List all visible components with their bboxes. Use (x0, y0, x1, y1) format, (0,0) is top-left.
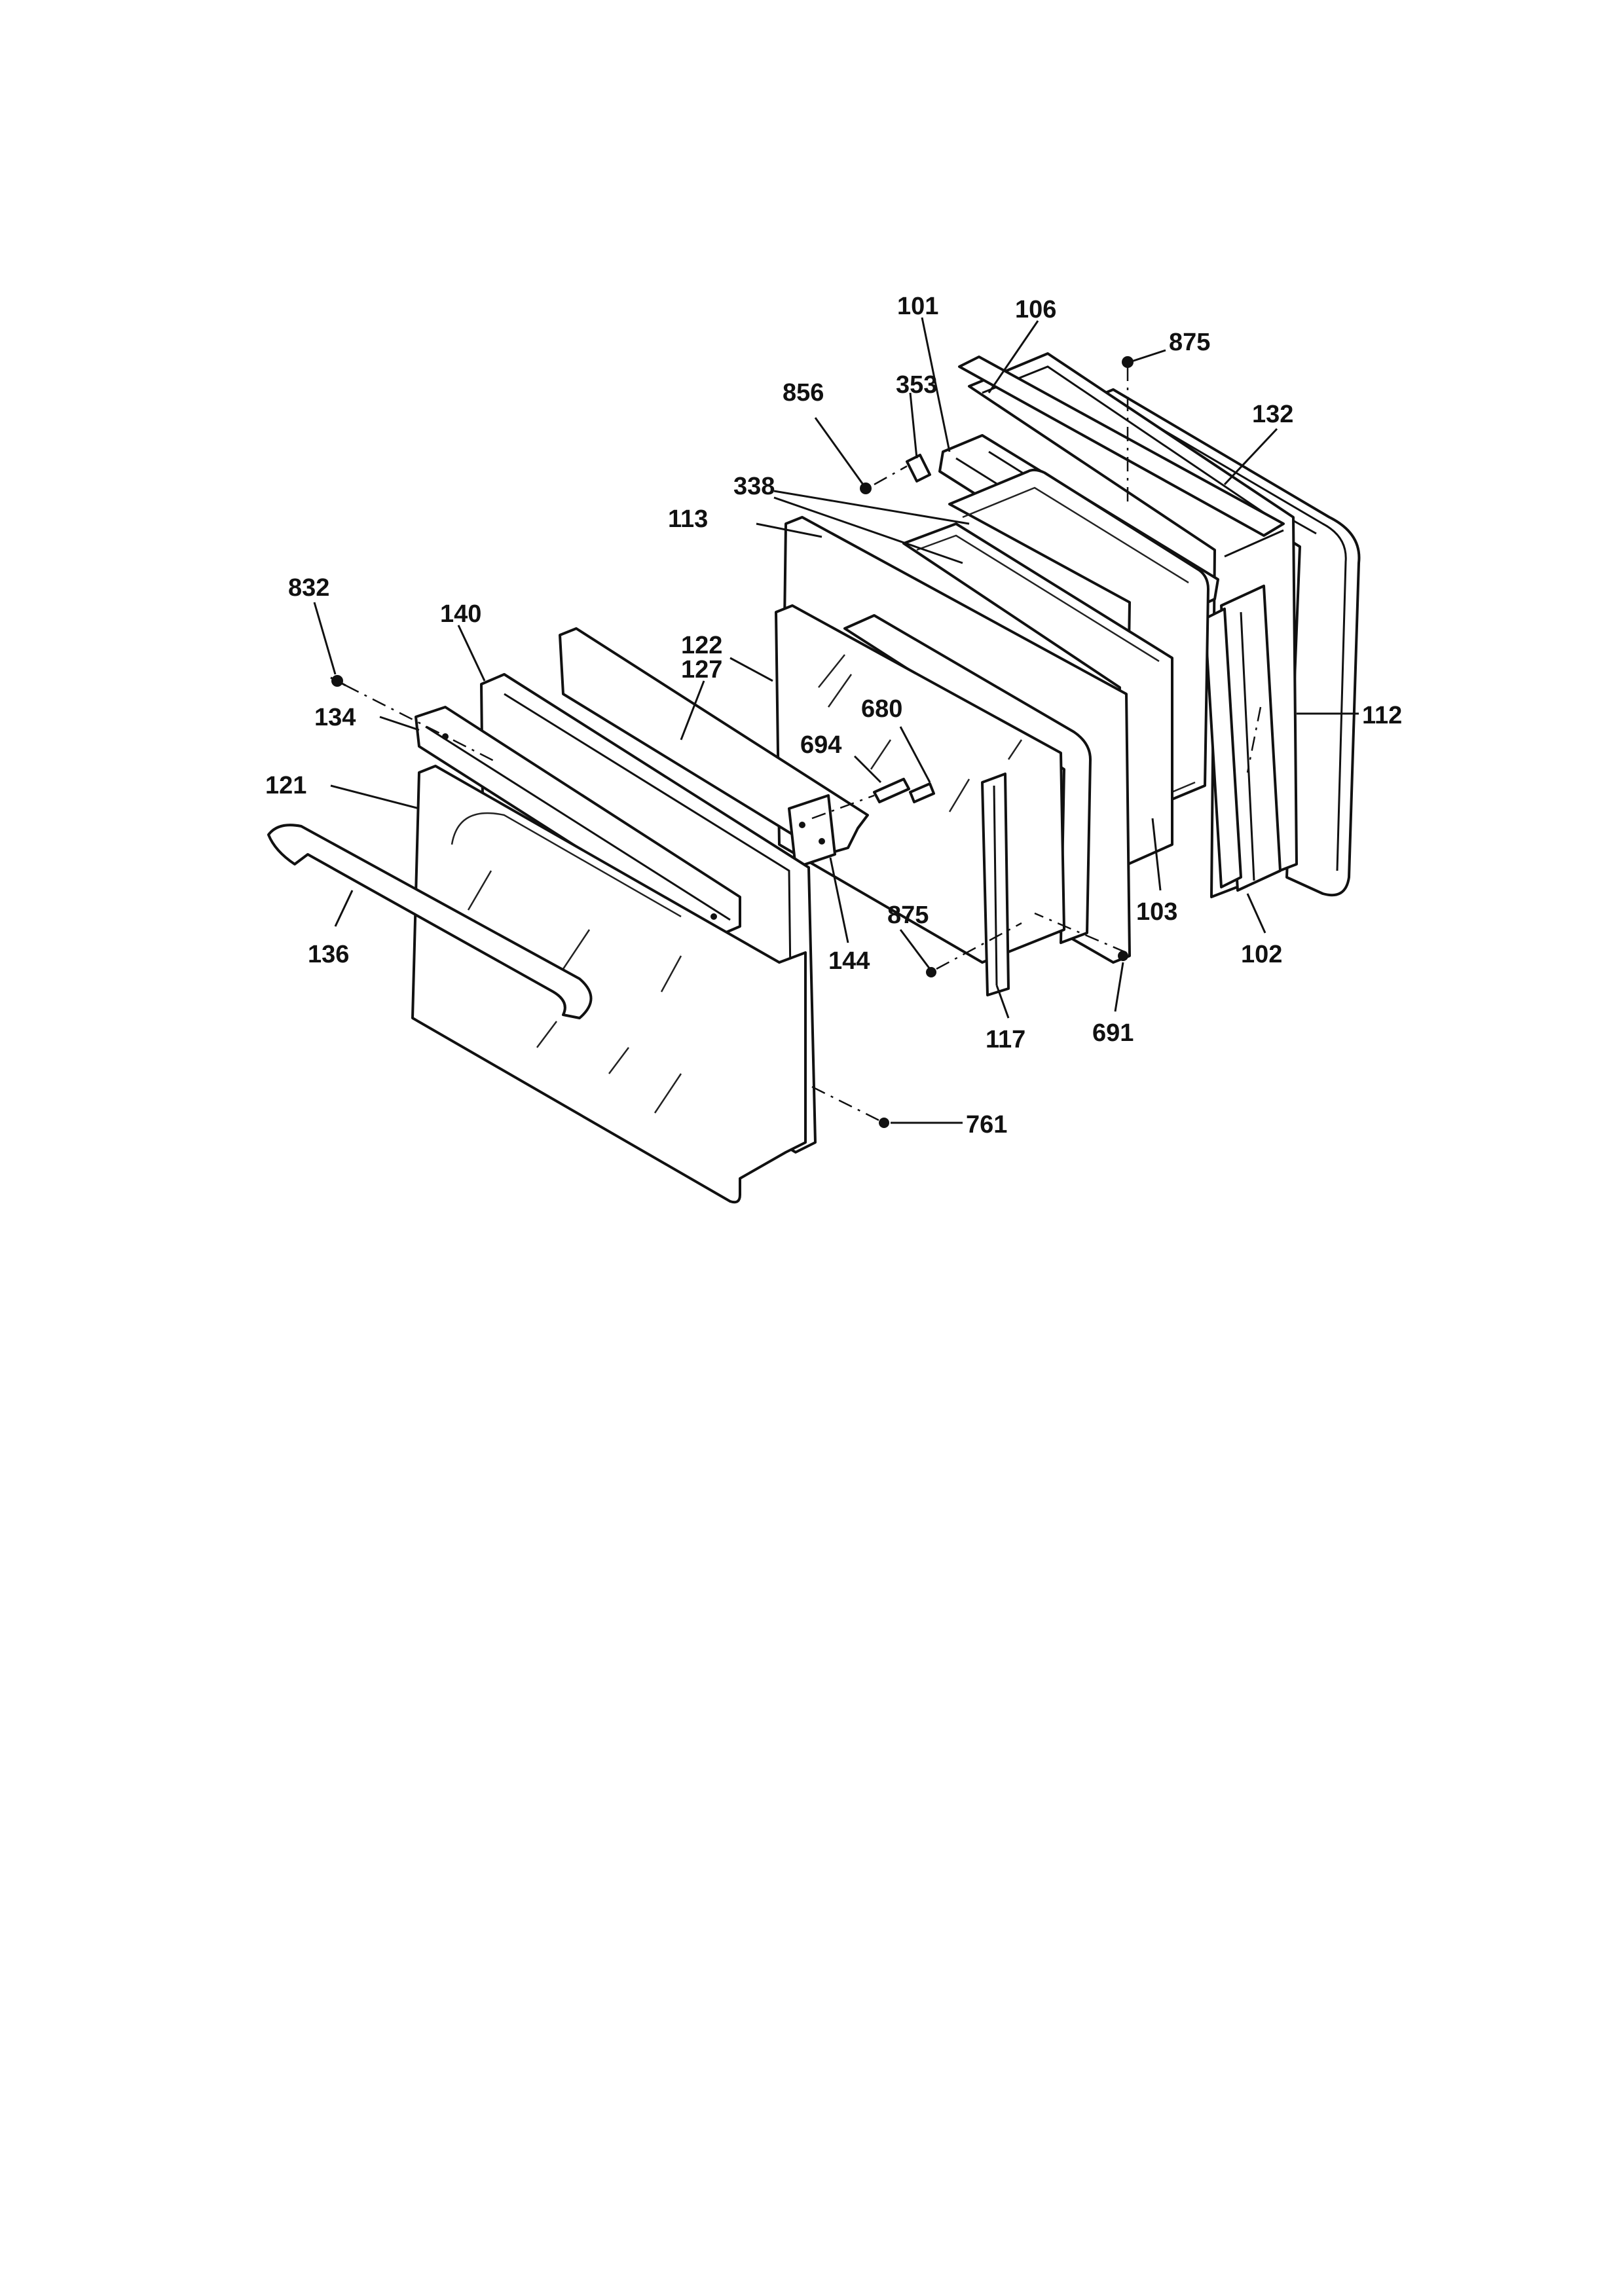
callout-122: 122 (681, 632, 722, 659)
callout-103: 103 (1136, 898, 1177, 926)
callout-761: 761 (966, 1111, 1007, 1139)
callout-353: 353 (896, 371, 937, 399)
callout-832: 832 (288, 574, 329, 602)
door-lock-bracket (981, 773, 1010, 996)
callout-144: 144 (828, 947, 870, 975)
clip-353 (906, 454, 931, 483)
screw-680 (909, 782, 935, 803)
callout-691: 691 (1092, 1019, 1134, 1047)
door-handle (267, 824, 593, 1019)
callout-113: 113 (668, 505, 708, 533)
callout-106: 106 (1015, 296, 1056, 323)
callout-121: 121 (265, 772, 306, 799)
outer-door-panel (411, 765, 807, 1204)
callout-117: 117 (986, 1026, 1025, 1053)
callout-102: 102 (1241, 941, 1282, 968)
screw-875-top (1122, 356, 1134, 368)
callout-136: 136 (308, 941, 349, 968)
screw-761 (879, 1118, 889, 1128)
callout-127: 127 (681, 656, 722, 683)
screw-856 (860, 483, 872, 494)
middle-glass-pane (843, 614, 1092, 944)
callout-labels: 101 106 875 856 353 132 338 113 832 140 … (265, 293, 1402, 1139)
callout-101: 101 (897, 293, 938, 320)
callout-875-top: 875 (1169, 329, 1210, 356)
callout-140: 140 (440, 600, 481, 628)
screw-875-bottom (926, 967, 936, 977)
callout-134: 134 (314, 704, 356, 731)
screw-691 (1118, 951, 1128, 961)
callout-875-bottom: 875 (887, 902, 929, 929)
assembly-lines (345, 367, 1262, 1124)
screw-832 (330, 675, 346, 687)
callout-112: 112 (1362, 702, 1402, 729)
door-glass-pack (902, 522, 1173, 872)
callout-132: 132 (1252, 401, 1293, 428)
callout-680: 680 (861, 695, 902, 723)
callout-856: 856 (783, 379, 824, 407)
door-top-trim (958, 355, 1285, 537)
leader-lines (313, 317, 1359, 1124)
door-side-channel-right (1204, 585, 1282, 892)
callout-338: 338 (733, 473, 775, 500)
callout-694: 694 (800, 731, 841, 759)
screw-694 (873, 778, 910, 803)
